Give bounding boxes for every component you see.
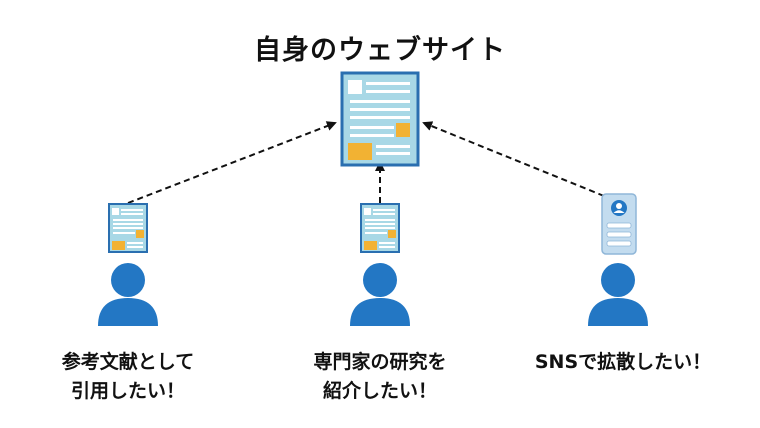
- caption-sns-line-1: SNSで拡散したい！: [534, 351, 712, 373]
- caption-citing-line-1: 参考文献として: [61, 351, 195, 373]
- caption-expert-line-2: 紹介したい！: [322, 380, 437, 402]
- person-icon-sns: [588, 263, 648, 326]
- webpage-icon: [340, 71, 420, 167]
- arrow-citing-to-website: [127, 121, 337, 204]
- person-icon-citing: [98, 263, 158, 326]
- person-icon-expert: [350, 263, 410, 326]
- document-icon-expert: [360, 203, 400, 253]
- arrow-sns-to-website: [422, 121, 605, 197]
- caption-expert-line-1: 専門家の研究を: [313, 351, 447, 373]
- caption-citing: 参考文献として 引用したい！: [13, 348, 243, 406]
- caption-citing-line-2: 引用したい！: [70, 380, 185, 402]
- page-title: 自身のウェブサイト: [254, 35, 506, 66]
- caption-sns: SNSで拡散したい！: [518, 348, 728, 377]
- caption-expert: 専門家の研究を 紹介したい！: [265, 348, 495, 406]
- sns-profile-card-icon: [601, 193, 637, 255]
- document-icon-citing: [108, 203, 148, 253]
